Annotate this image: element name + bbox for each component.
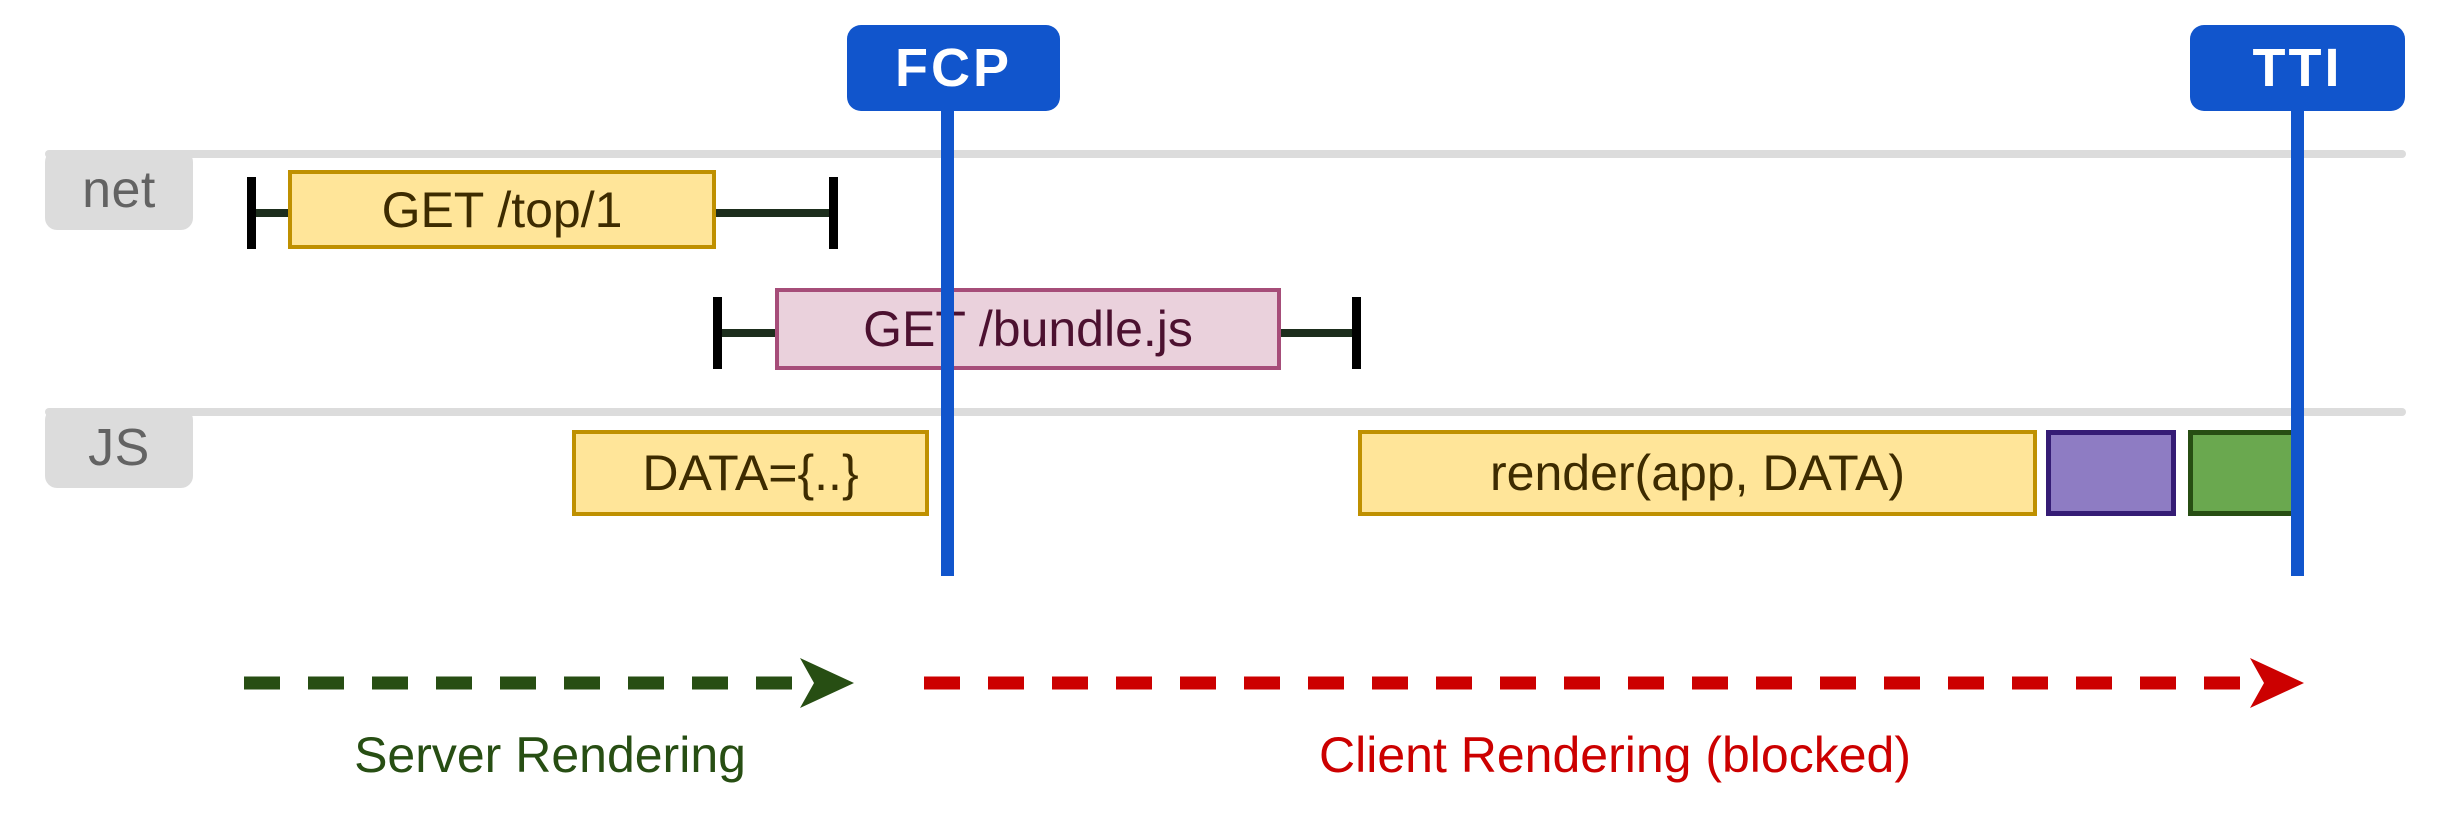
whisker-cap-left-get-bundle (713, 297, 722, 369)
task-box-get-bundle[interactable]: GET /bundle.js (775, 288, 1281, 370)
lane-label-net: net (45, 150, 193, 230)
marker-badge-tti[interactable]: TTI (2190, 25, 2405, 111)
marker-line-tti (2291, 98, 2304, 576)
marker-line-fcp (941, 98, 954, 576)
lane-label-js: JS (45, 408, 193, 488)
whisker-cap-right-get-bundle (1352, 297, 1361, 369)
server-rendering-arrow (244, 658, 854, 708)
client-rendering-label: Client Rendering (blocked) (1319, 727, 1911, 783)
marker-badge-fcp[interactable]: FCP (847, 25, 1060, 111)
lane-rule-js (45, 408, 2406, 416)
lane-rule-net (45, 150, 2406, 158)
task-box-render-app[interactable]: render(app, DATA) (1358, 430, 2037, 516)
task-box-data-assign[interactable]: DATA={..} (572, 430, 929, 516)
server-rendering-label: Server Rendering (354, 727, 746, 783)
task-box-get-top[interactable]: GET /top/1 (288, 170, 716, 249)
whisker-cap-right-get-top (829, 177, 838, 249)
whisker-cap-left-get-top (247, 177, 256, 249)
client-rendering-arrow (924, 658, 2304, 708)
task-box-green-block[interactable] (2188, 430, 2298, 516)
task-box-purple-block[interactable] (2046, 430, 2176, 516)
